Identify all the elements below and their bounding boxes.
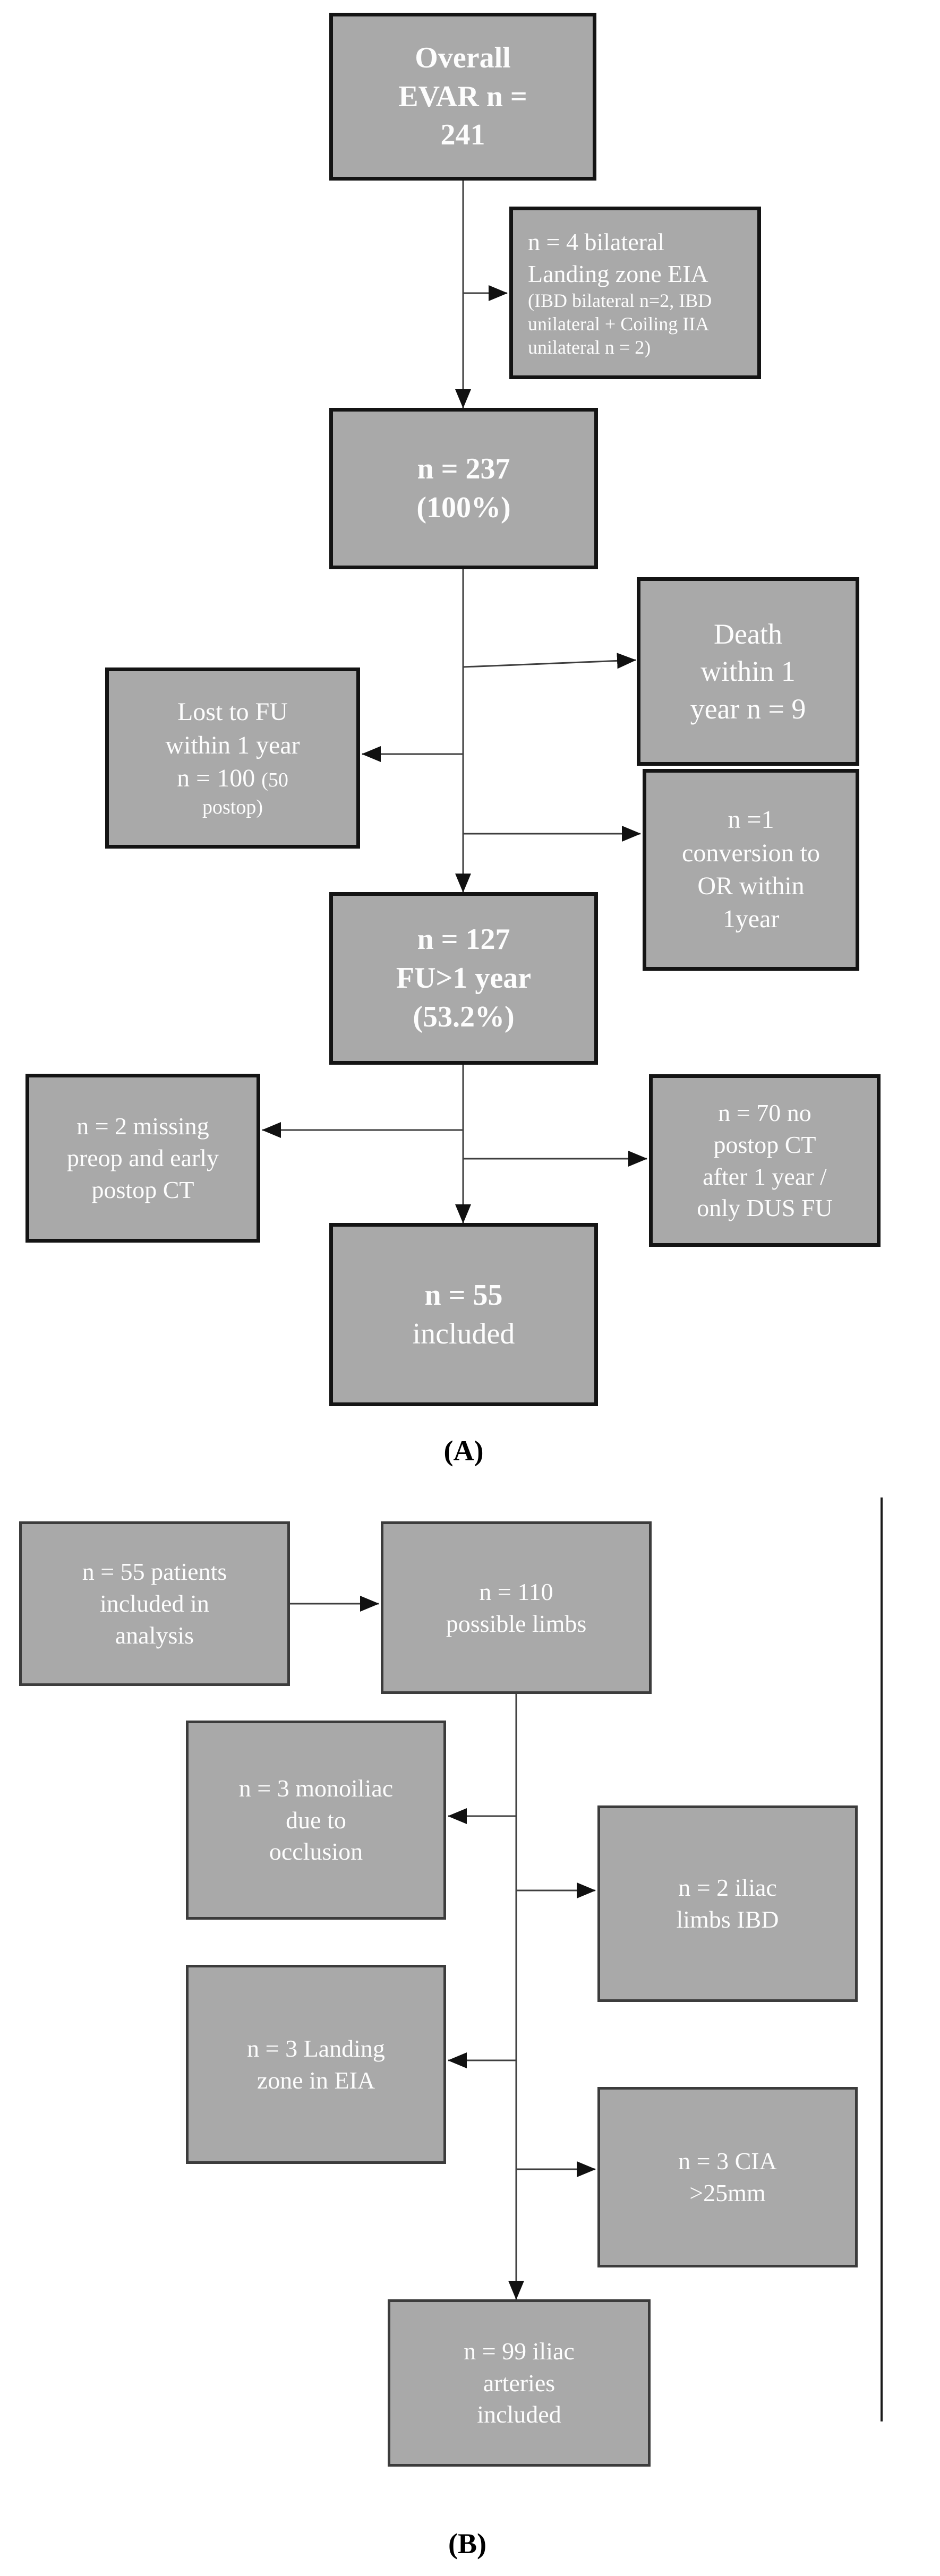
text-line: 241 — [440, 118, 485, 152]
text-line: n = 3 CIA — [678, 2147, 777, 2175]
text-line: n = 3 monoiliac — [238, 1774, 394, 1802]
text-line: due to — [286, 1806, 346, 1834]
text-line: (53.2%) — [413, 1000, 515, 1033]
text-line: within 1 — [700, 655, 796, 688]
text-line: occlusion — [269, 1838, 363, 1865]
text-line: possible limbs — [446, 1610, 587, 1637]
text-line: EVAR n = — [398, 80, 527, 113]
flow-box-n55-included: n = 55 included — [329, 1223, 598, 1406]
flow-box-landing-zone-eia: n = 3 Landing zone in EIA — [186, 1965, 446, 2164]
text-line: year n = 9 — [690, 692, 806, 725]
text-line: included — [477, 2401, 561, 2428]
connector-branch-death — [463, 653, 636, 669]
flow-box-conversion-to-or: n =1 conversion to OR within 1year — [643, 769, 859, 971]
text-line: included — [412, 1317, 515, 1350]
text-line: n = 100 (50 — [177, 762, 288, 795]
text-line: Landing zone EIA — [528, 260, 708, 287]
text-line: Overall — [415, 41, 511, 74]
flow-box-n237: n = 237 (100%) — [329, 408, 598, 569]
text-line: only DUS FU — [697, 1194, 833, 1222]
flow-box-no-postop-ct: n = 70 no postop CT after 1 year / only … — [649, 1074, 881, 1247]
text-line: Death — [714, 618, 782, 651]
text-line: n = 110 — [479, 1578, 553, 1605]
text-line: unilateral n = 2) — [528, 337, 651, 358]
flow-box-excluded-bilateral-eia: n = 4 bilateral Landing zone EIA (IBD bi… — [509, 207, 761, 379]
text-line: postop CT — [713, 1131, 816, 1158]
text-line: n = 2 missing — [76, 1112, 209, 1140]
text-line: conversion to — [682, 838, 820, 867]
text-line: after 1 year / — [703, 1162, 827, 1190]
text-line: (100%) — [416, 491, 511, 524]
flow-box-cia-over-25mm: n = 3 CIA >25mm — [597, 2087, 858, 2267]
text-line: included in — [100, 1590, 209, 1618]
text-line: n = 4 bilateral — [528, 228, 665, 255]
text-line: n = 99 iliac — [464, 2337, 575, 2365]
text-line: n = 55 — [424, 1278, 503, 1312]
text-line: FU>1 year — [396, 962, 532, 995]
text-line: n = 237 — [417, 452, 510, 486]
flow-box-death-within-1-year: Death within 1 year n = 9 — [637, 577, 859, 766]
text-line: within 1 year — [165, 731, 300, 759]
text-line: n = 55 patients — [82, 1558, 227, 1586]
text-line: arteries — [483, 2369, 556, 2397]
text-line: (IBD bilateral n=2, IBD — [528, 290, 712, 312]
flow-box-missing-preop-ct: n = 2 missing preop and early postop CT — [25, 1074, 260, 1243]
flow-box-overall-evar: Overall EVAR n = 241 — [329, 13, 596, 181]
flow-box-iliac-arteries-included: n = 99 iliac arteries included — [388, 2299, 651, 2467]
text-line: postop) — [202, 796, 263, 819]
text-line: zone in EIA — [257, 2066, 375, 2094]
text-segment: n = 100 — [177, 764, 255, 792]
text-line: Lost to FU — [177, 698, 288, 726]
text-line: limbs IBD — [676, 1906, 779, 1933]
flow-box-monoiliac-occlusion: n = 3 monoiliac due to occlusion — [186, 1721, 446, 1920]
text-line: unilateral + Coiling IIA — [528, 313, 710, 335]
flow-box-possible-limbs: n = 110 possible limbs — [381, 1521, 652, 1694]
flow-box-n127-fu: n = 127 FU>1 year (53.2%) — [329, 892, 598, 1065]
text-line: n = 3 Landing — [247, 2034, 385, 2062]
panel-a-label: (A) — [443, 1435, 484, 1467]
panel-b-label: (B) — [448, 2528, 486, 2560]
flow-box-patients-included: n = 55 patients included in analysis — [19, 1521, 290, 1686]
text-line: postop CT — [91, 1176, 194, 1203]
text-line: OR within — [697, 872, 805, 900]
text-line: n = 127 — [417, 923, 510, 956]
text-segment: (50 — [261, 768, 288, 791]
text-line: preop and early — [66, 1144, 219, 1172]
flow-box-lost-to-fu: Lost to FU within 1 year n = 100 (50 pos… — [105, 667, 360, 849]
flow-box-iliac-limbs-ibd: n = 2 iliac limbs IBD — [597, 1805, 858, 2002]
text-line: >25mm — [689, 2179, 766, 2206]
text-line: 1year — [722, 905, 780, 934]
text-line: n = 2 iliac — [678, 1874, 777, 1902]
text-line: n = 70 no — [718, 1099, 811, 1126]
text-line: analysis — [115, 1621, 194, 1649]
text-line: n =1 — [728, 806, 774, 834]
